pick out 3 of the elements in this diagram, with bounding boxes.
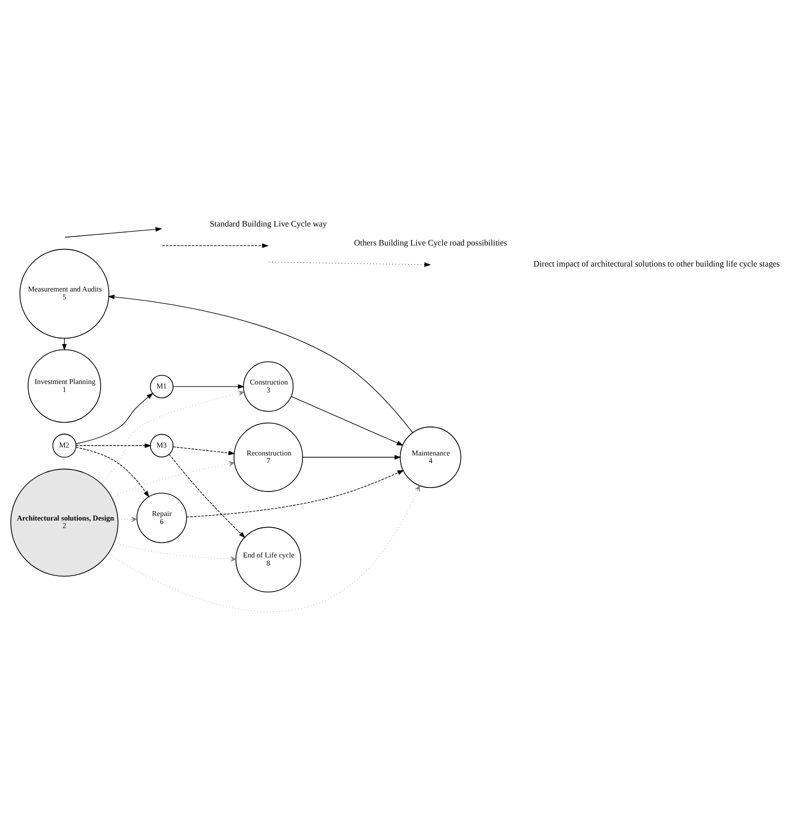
legend-label: Direct impact of architectural solutions to other building life cycle stages: [533, 258, 780, 268]
legend-label: Others Building Live Cycle road possibilities: [354, 237, 508, 248]
legend-label: Standard Building Live Cycle way: [210, 218, 327, 228]
